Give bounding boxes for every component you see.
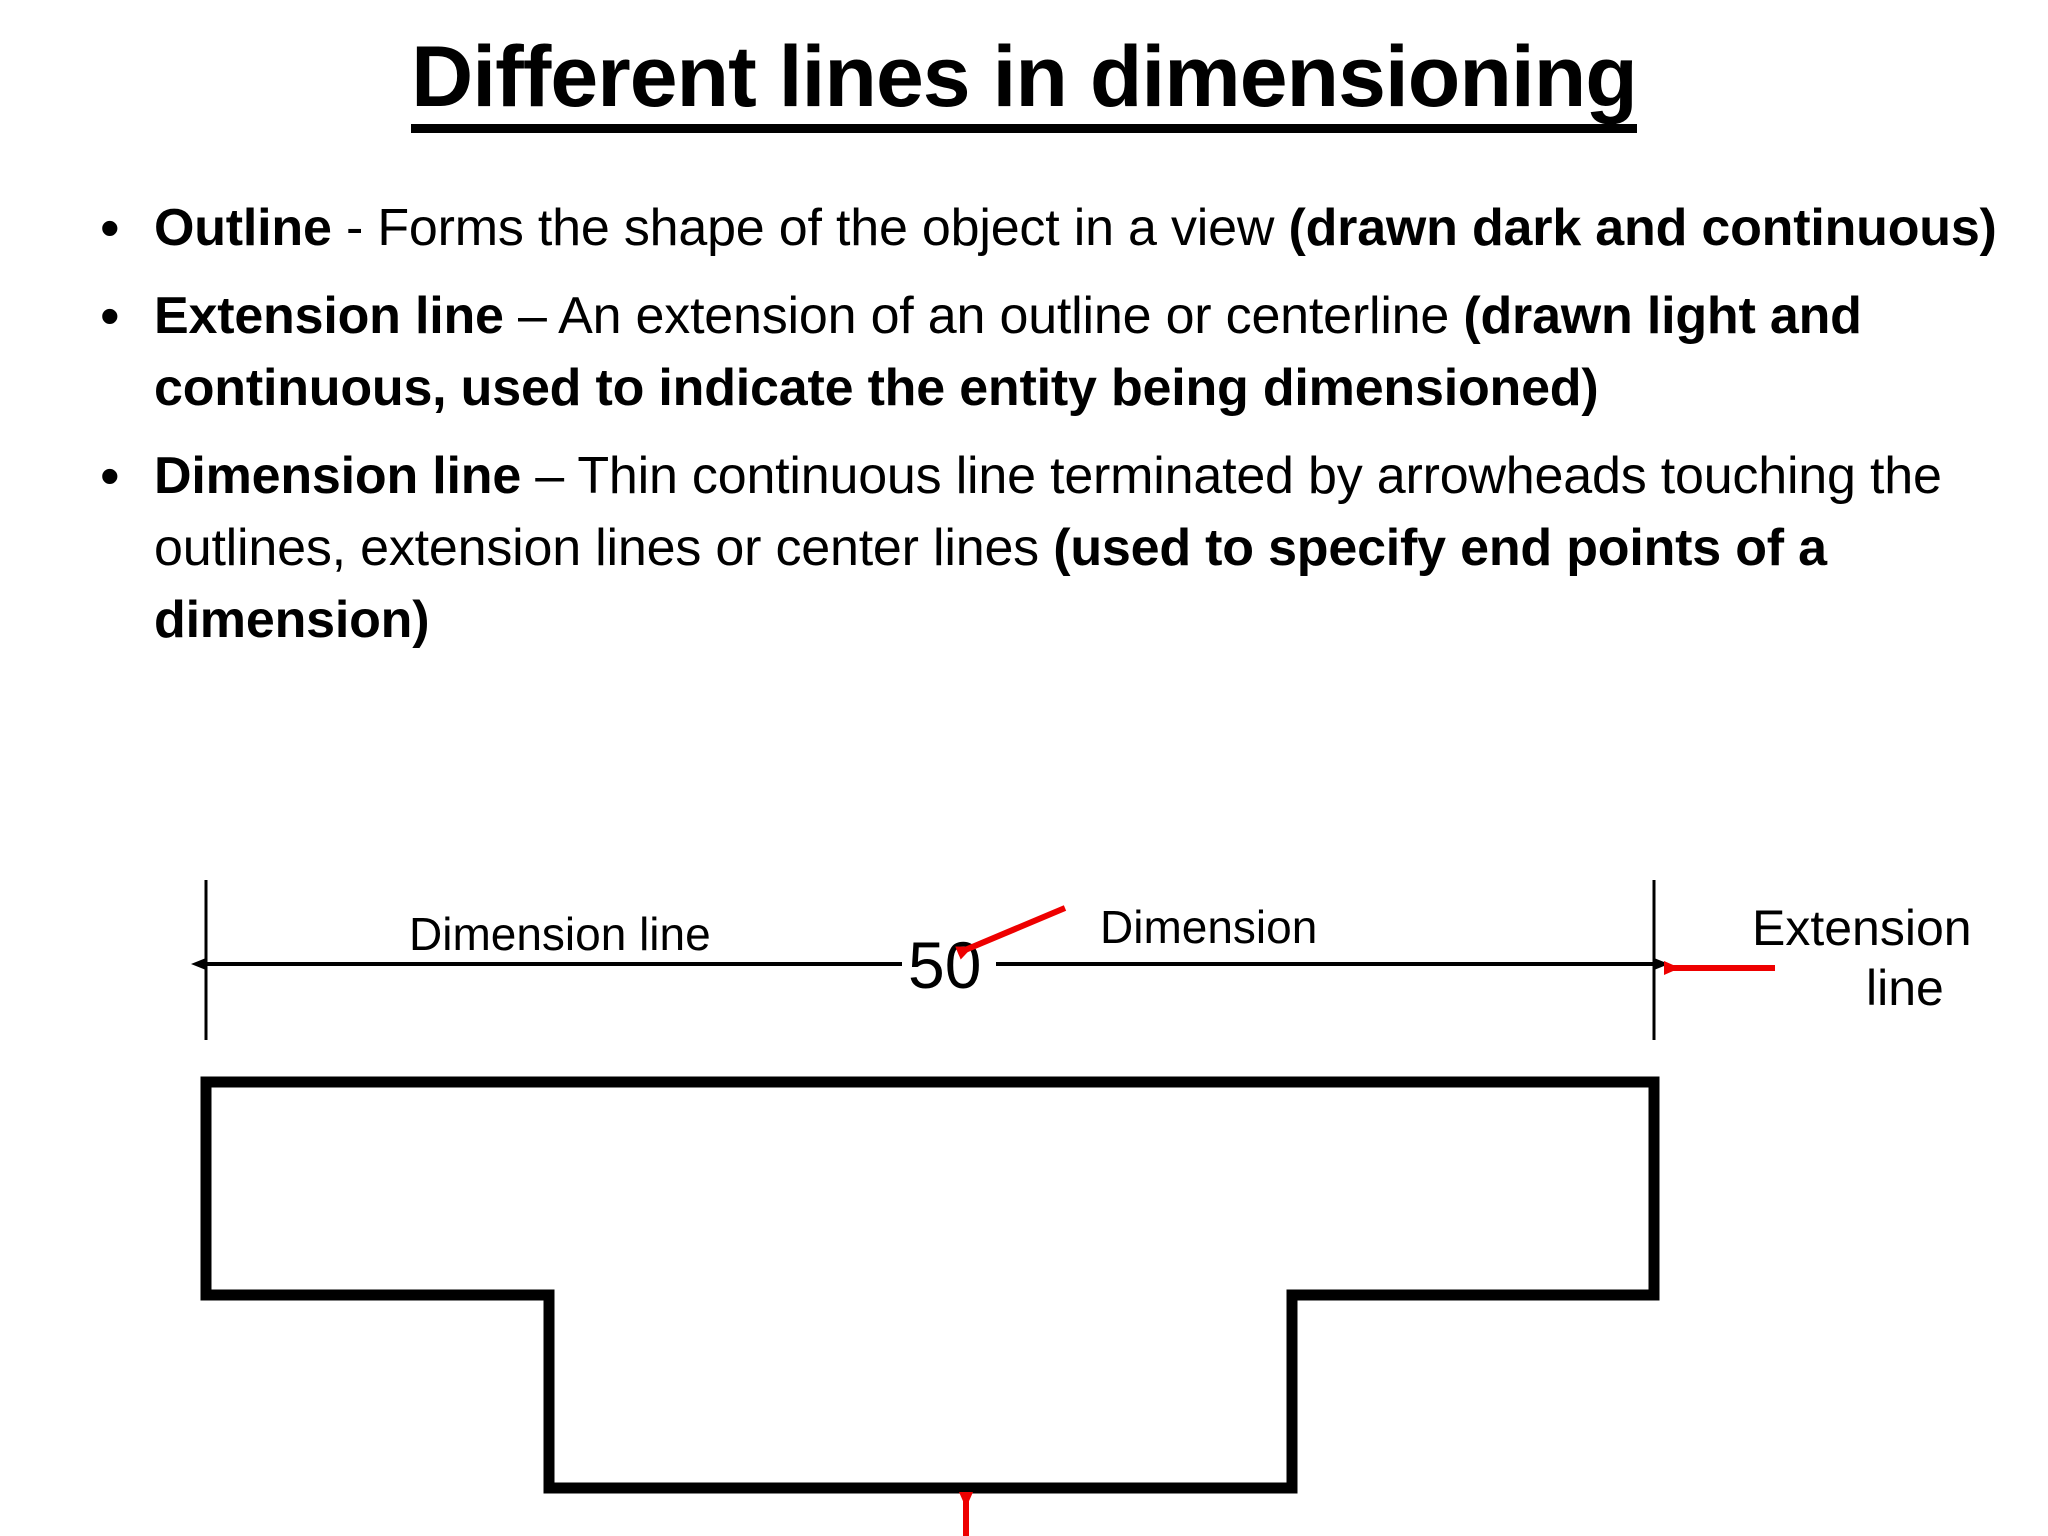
list-item: • Extension line – An extension of an ou… bbox=[84, 280, 2004, 424]
dimension-leader-arrow-icon bbox=[955, 905, 1067, 960]
bullet-emphasis: (drawn light and continuous, used to ind… bbox=[154, 287, 1862, 417]
dimension-value: 50 bbox=[908, 928, 981, 1002]
bullet-term: Extension line bbox=[154, 287, 504, 345]
bullet-text: Dimension line – Thin continuous line te… bbox=[154, 440, 2004, 656]
bullet-definition: Forms the shape of the object in a view bbox=[377, 199, 1289, 257]
bullet-separator: – bbox=[521, 447, 578, 505]
bullet-definition: Thin continuous line terminated by arrow… bbox=[154, 447, 1942, 577]
bullet-emphasis: (drawn dark and continuous) bbox=[1288, 199, 1997, 257]
bullet-separator: - bbox=[331, 199, 378, 257]
page-title: Different lines in dimensioning bbox=[0, 33, 2048, 133]
page-title-text: Different lines in dimensioning bbox=[411, 33, 1638, 133]
bullet-term: Outline bbox=[154, 199, 332, 257]
extension-line-label-line2: line bbox=[1866, 960, 1944, 1016]
list-item: • Outline - Forms the shape of the objec… bbox=[84, 192, 2004, 264]
object-outline bbox=[200, 1076, 1660, 1494]
bullet-list: • Outline - Forms the shape of the objec… bbox=[84, 192, 2004, 672]
engineering-drawing: 50 Dimension line Dimension Extension li… bbox=[0, 880, 2048, 1536]
bullet-text: Extension line – An extension of an outl… bbox=[154, 280, 2004, 424]
bullet-definition: An extension of an outline or centerline bbox=[558, 287, 1464, 345]
bullet-separator: – bbox=[503, 287, 559, 345]
bullet-marker-icon: • bbox=[100, 196, 120, 259]
dimension-label: Dimension bbox=[1100, 901, 1317, 953]
extension-line-label-line1: Extension bbox=[1752, 900, 1972, 956]
bullet-emphasis: (used to specify end points of a dimensi… bbox=[154, 519, 1827, 649]
bullet-marker-icon: • bbox=[100, 284, 120, 347]
dimension-line-label: Dimension line bbox=[409, 908, 711, 960]
bullet-term: Dimension line bbox=[154, 447, 522, 505]
bullet-text: Outline - Forms the shape of the object … bbox=[154, 192, 2004, 264]
list-item: • Dimension line – Thin continuous line … bbox=[84, 440, 2004, 656]
bullet-marker-icon: • bbox=[100, 444, 120, 507]
